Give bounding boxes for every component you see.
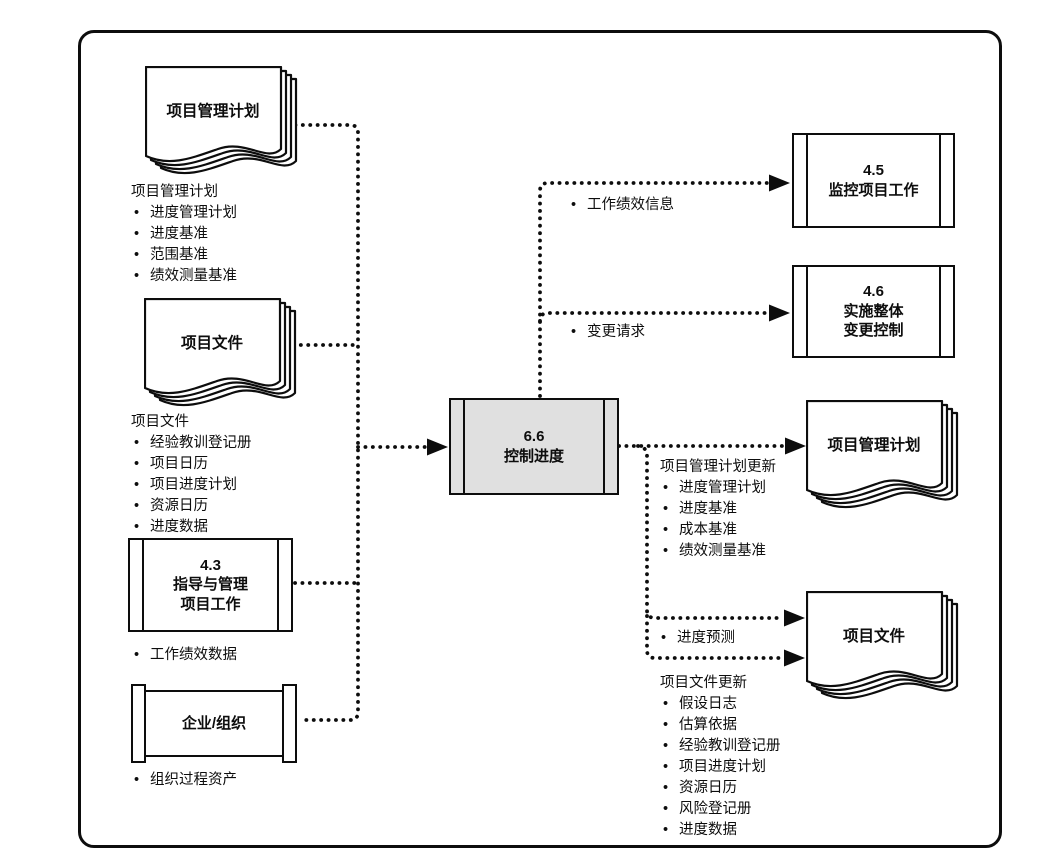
left-bar [131, 684, 146, 763]
enterprise-organization-box: 企业/组织 [131, 684, 297, 763]
arrowhead-project-doc-updates [784, 649, 805, 667]
arrowhead-into-control-schedule [427, 438, 448, 456]
list-item: 估算依据 [660, 715, 781, 736]
list-item: 绩效测量基准 [131, 266, 237, 287]
list-item: 进度数据 [660, 820, 781, 841]
list-item: 工作绩效数据 [131, 645, 237, 666]
list-item: 进度管理计划 [131, 203, 237, 224]
list-pm-plan-inputs: 项目管理计划 进度管理计划 进度基准 范围基准 绩效测量基准 [131, 182, 237, 287]
process-name: 企业/组织 [181, 714, 247, 732]
process-name: 指导与管理 项目工作 [172, 576, 248, 613]
list-pm-plan-updates: 项目管理计划更新 进度管理计划 进度基准 成本基准 绩效测量基准 [660, 457, 776, 562]
arrowhead-monitor-work [769, 174, 790, 192]
list-item: 进度管理计划 [660, 478, 776, 499]
process-box-4-3: 4.3 指导与管理 项目工作 [128, 538, 293, 632]
list-item: 进度基准 [131, 224, 237, 245]
process-id: 4.3 [200, 556, 221, 574]
list-item: 成本基准 [660, 520, 776, 541]
arrowhead-pm-plan-updates [785, 437, 806, 455]
process-id: 6.6 [523, 428, 545, 445]
process-id: 4.5 [863, 162, 884, 179]
list-item: 绩效测量基准 [660, 541, 776, 562]
list-item: 组织过程资产 [131, 770, 237, 791]
list-item: 进度数据 [131, 517, 252, 538]
list-header: 项目文件 [131, 414, 189, 430]
doc-title: 项目文件 [180, 335, 243, 352]
list-item: 项目进度计划 [660, 757, 781, 778]
list-item: 工作绩效信息 [568, 195, 674, 216]
list-project-doc-updates: 项目文件更新 假设日志 估算依据 经验教训登记册 项目进度计划 资源日历 风险登… [660, 673, 781, 841]
multi-document-icon [144, 298, 297, 407]
list-item: 风险登记册 [660, 799, 781, 820]
process-box-6-6-control-schedule: 6.6 控制进度 [449, 398, 619, 495]
label-schedule-forecasts: 进度预测 [658, 628, 735, 649]
enterprise-organization-body: 企业/组织 [144, 690, 284, 757]
process-id: 4.6 [863, 283, 884, 301]
process-name: 监控项目工作 [828, 181, 919, 199]
list-item: 经验教训登记册 [131, 433, 252, 454]
process-name: 控制进度 [503, 447, 564, 465]
wire-change-requests [538, 311, 770, 323]
wire-left-trunk [286, 123, 360, 722]
list-item: 经验教训登记册 [660, 736, 781, 757]
doc-title: 项目文件 [842, 628, 905, 645]
list-item: 资源日历 [131, 496, 252, 517]
list-item: 资源日历 [660, 778, 781, 799]
doc-right-pm-plan: 项目管理计划 [806, 400, 976, 525]
list-item: 项目进度计划 [131, 475, 252, 496]
process-box-4-6: 4.6 实施整体 变更控制 [792, 265, 955, 358]
list-header: 项目管理计划更新 [660, 459, 776, 475]
doc-right-project-docs: 项目文件 [806, 591, 976, 716]
list-project-doc-inputs: 项目文件 经验教训登记册 项目日历 项目进度计划 资源日历 进度数据 [131, 412, 252, 538]
doc-title: 项目管理计划 [827, 437, 921, 454]
label-organizational-process-assets: 组织过程资产 [131, 770, 237, 791]
list-item: 项目日历 [131, 454, 252, 475]
multi-document-icon [145, 66, 298, 175]
doc-title: 项目管理计划 [166, 103, 260, 120]
list-header: 项目文件更新 [660, 675, 747, 691]
process-box-4-5: 4.5 监控项目工作 [792, 133, 955, 228]
list-header: 项目管理计划 [131, 184, 218, 200]
multi-document-icon [806, 591, 959, 700]
label-work-performance-data: 工作绩效数据 [131, 645, 237, 666]
wire-schedule-forecasts [636, 444, 784, 620]
list-item: 范围基准 [131, 245, 237, 266]
list-item: 进度预测 [658, 628, 735, 649]
list-item: 变更请求 [568, 322, 645, 343]
multi-document-icon [806, 400, 959, 509]
right-bar [282, 684, 297, 763]
list-item: 进度基准 [660, 499, 776, 520]
label-change-requests: 变更请求 [568, 322, 645, 343]
doc-left-project-docs: 项目文件 [144, 298, 314, 423]
arrowhead-schedule-forecasts [784, 609, 805, 627]
process-name: 实施整体 变更控制 [843, 302, 904, 340]
label-work-performance-info: 工作绩效信息 [568, 195, 674, 216]
list-item: 假设日志 [660, 694, 781, 715]
arrowhead-change-control [769, 304, 790, 322]
doc-left-pm-plan: 项目管理计划 [145, 66, 315, 191]
